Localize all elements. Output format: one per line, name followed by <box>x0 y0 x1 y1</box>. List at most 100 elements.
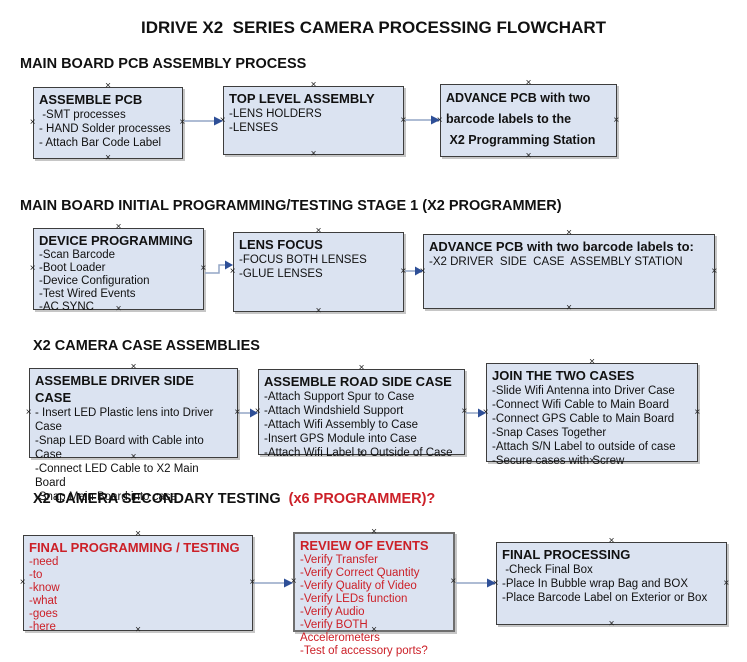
section-heading-secondary-testing-red: (x6 PROGRAMMER)? <box>284 491 436 507</box>
connector-handle-icon: × <box>135 528 141 540</box>
connector-handle-icon: × <box>566 227 572 239</box>
connector-handle-icon: × <box>310 148 317 160</box>
box-item: -Test Wired Events <box>39 288 136 300</box>
flow-arrow <box>405 115 440 125</box>
box-item: -Device Configuration <box>39 275 150 287</box>
box-items: -SMT processes- HAND Solder processes- A… <box>39 108 177 150</box>
flow-arrow <box>456 578 496 588</box>
box-item: -Connect Wifi Cable to Main Board <box>492 399 670 411</box>
connector-handle-icon: × <box>105 80 111 92</box>
section-heading-pcb-assembly: MAIN BOARD PCB ASSEMBLY PROCESS <box>20 56 307 72</box>
box-items: -LENS HOLDERS-LENSES <box>229 107 398 135</box>
box-item: -Place In Bubble wrap Bag and BOX <box>502 578 689 590</box>
box-item: -LENS HOLDERS <box>229 108 322 120</box>
box-items: -Check Final Box-Place In Bubble wrap Ba… <box>502 563 721 605</box>
box-title: FINAL PROCESSING <box>502 547 631 562</box>
box-item: -X2 DRIVER SIDE CASE ASSEMBLY STATION <box>429 256 683 268</box>
box-item: -Test of accessory ports? <box>300 645 428 657</box>
connector-handle-icon: × <box>200 263 207 274</box>
box-title: REVIEW OF EVENTS <box>300 538 429 553</box>
box-items: -Slide Wifi Antenna into Driver Case -Con… <box>492 384 692 468</box>
arrow-head-icon <box>478 408 486 418</box>
box-title: FINAL PROGRAMMING / TESTING <box>29 540 240 555</box>
connector-handle-icon: × <box>254 406 261 417</box>
arrow-head-icon <box>225 260 233 270</box>
connector-handle-icon: × <box>290 576 297 587</box>
flow-arrow <box>405 266 423 276</box>
connector-handle-icon: × <box>115 221 122 233</box>
connector-handle-icon: × <box>249 577 256 588</box>
connector-handle-icon: × <box>358 362 365 374</box>
box-items: -Verify Transfer-Verify Correct Quantity… <box>300 554 448 658</box>
flow-arrow <box>254 578 293 588</box>
box-item: -Connect LED Cable to X2 Main Board <box>35 463 202 489</box>
box-item: -Attach Support Spur to Case <box>264 391 415 403</box>
box-item: -Verify BOTH Accelerometers <box>300 619 380 644</box>
connector-handle-icon: × <box>29 263 36 274</box>
connector-handle-icon: × <box>608 618 615 630</box>
connector-handle-icon: × <box>130 361 137 373</box>
box-items: -X2 DRIVER SIDE CASE ASSEMBLY STATION <box>429 255 709 269</box>
connector-handle-icon: × <box>130 451 137 463</box>
connector-handle-icon: × <box>589 356 595 368</box>
connector-handle-icon: × <box>371 624 377 636</box>
connector-handle-icon: × <box>371 526 377 538</box>
flow-arrow <box>466 408 486 418</box>
box-item: - Insert LED Plastic lens into Driver Ca… <box>35 407 217 433</box>
box-title: TOP LEVEL ASSEMBLY <box>229 91 375 106</box>
connector-handle-icon: × <box>358 448 365 460</box>
box-item: -Verify Quality of Video <box>300 580 417 592</box>
section-heading-initial-programming: MAIN BOARD INITIAL PROGRAMMING/TESTING S… <box>20 198 562 214</box>
box-final-programming-testing: FINAL PROGRAMMING / TESTING -need-to-kno… <box>19 529 256 635</box>
box-item: -Slide Wifi Antenna into Driver Case <box>492 385 675 397</box>
box-items: -Scan Barcode-Boot Loader-Device Configu… <box>39 249 198 314</box>
box-title: JOIN THE TWO CASES <box>492 368 635 383</box>
box-items: barcode labels to the X2 Programming Sta… <box>446 109 611 151</box>
box-items: - Insert LED Plastic lens into Driver Ca… <box>35 406 232 504</box>
connector-handle-icon: × <box>608 535 615 547</box>
connector-handle-icon: × <box>219 114 226 126</box>
box-item: -Attach S/N Label to outside of case <box>492 441 676 453</box>
arrow-head-icon <box>487 578 496 588</box>
box-item: - Attach Bar Code Label <box>39 137 162 149</box>
flow-arrow <box>184 116 223 126</box>
connector-handle-icon: × <box>105 152 111 164</box>
connector-handle-icon: × <box>179 117 186 128</box>
arrow-head-icon <box>214 116 223 126</box>
connector-handle-icon: × <box>482 406 489 418</box>
box-assemble-road-side-case: ASSEMBLE ROAD SIDE CASE -Attach Support … <box>254 363 467 459</box>
connector-handle-icon: × <box>589 455 595 467</box>
box-item: -here <box>29 621 56 633</box>
connector-handle-icon: × <box>29 117 36 128</box>
box-device-programming: DEVICE PROGRAMMING -Scan Barcode-Boot Lo… <box>29 222 207 314</box>
connector-handle-icon: × <box>115 303 122 315</box>
connector-handle-icon: × <box>525 150 532 162</box>
section-heading-secondary-testing-black: X2 CAMERA SECONDARY TESTING <box>33 491 285 507</box>
box-item: -Boot Loader <box>39 262 106 274</box>
connector-handle-icon: × <box>694 406 701 418</box>
connector-handle-icon: × <box>229 266 236 277</box>
box-item: -Secure cases with Screw <box>492 455 625 467</box>
connector-handle-icon: × <box>310 79 317 91</box>
box-item: -Insert GPS Module into Case <box>264 433 417 445</box>
box-item: -Attach Windshield Support <box>264 405 404 417</box>
box-item: X2 Programming Station <box>446 133 596 147</box>
box-title: ADVANCE PCB with two barcode labels to: <box>429 239 694 254</box>
box-item: barcode labels to the <box>446 112 572 126</box>
box-title: DEVICE PROGRAMMING <box>39 233 193 248</box>
connector-handle-icon: × <box>135 624 141 636</box>
box-item: -what <box>29 595 58 607</box>
box-review-of-events: REVIEW OF EVENTS -Verify Transfer-Verify… <box>290 527 456 657</box>
box-items: -FOCUS BOTH LENSES-GLUE LENSES <box>239 253 398 281</box>
box-final-processing: FINAL PROCESSING -Check Final Box-Place … <box>493 536 729 629</box>
box-item: -Snap LED Board with Cable into Case <box>35 435 207 461</box>
box-item: -AC SYNC <box>39 301 94 313</box>
box-item: -need <box>29 556 59 568</box>
section-heading-case-assemblies: X2 CAMERA CASE ASSEMBLIES <box>33 338 260 354</box>
box-items: -Attach Support Spur to Case -Attach Wind… <box>264 390 459 460</box>
box-item: -Verify LEDs function <box>300 593 408 605</box>
box-item: -FOCUS BOTH LENSES <box>239 254 367 266</box>
connector-handle-icon: × <box>19 577 26 588</box>
box-join-the-two-cases: JOIN THE TWO CASES -Slide Wifi Antenna i… <box>482 357 701 467</box>
